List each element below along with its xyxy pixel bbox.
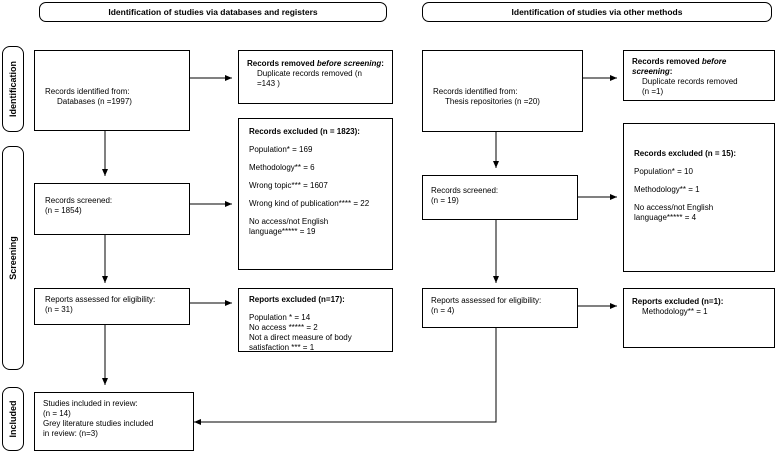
left-records-identified: Records identified from: Databases (n =1… xyxy=(34,50,190,131)
left-removed-title-b: before screening xyxy=(316,59,382,68)
right-records-excluded: Records excluded (n = 15): Population* =… xyxy=(623,123,775,272)
right-excluded-access1: No access/not English xyxy=(634,203,714,212)
left-removed-title-c: : xyxy=(381,59,384,68)
included-line4: in review: (n=3) xyxy=(43,429,98,438)
right-removed-title-c: screening xyxy=(632,67,670,76)
header-other-methods-text: Identification of studies via other meth… xyxy=(511,7,683,17)
left-excluded-population: Population* = 169 xyxy=(249,145,313,154)
right-removed-title: Records removed before xyxy=(632,57,768,67)
left-identified-line1: Records identified from: xyxy=(45,87,130,96)
phase-included-label: Included xyxy=(8,400,18,438)
right-reports-excluded-title: Reports excluded (n=1): xyxy=(632,297,724,306)
header-other-methods: Identification of studies via other meth… xyxy=(422,2,772,22)
right-excluded-methodology: Methodology** = 1 xyxy=(634,185,700,194)
right-screened-line1: Records screened: xyxy=(431,186,499,195)
right-excluded-population: Population* = 10 xyxy=(634,167,693,176)
right-records-removed: Records removed before screening: Duplic… xyxy=(623,50,775,101)
left-records-excluded: Records excluded (n = 1823): Population*… xyxy=(238,118,393,270)
right-removed-title-b: before xyxy=(701,57,727,66)
left-reports-assessed: Reports assessed for eligibility: (n = 3… xyxy=(34,288,190,325)
included-line3: Grey literature studies included xyxy=(43,419,154,428)
right-removed-line1: Duplicate records removed xyxy=(642,77,738,86)
left-assessed-line2: (n = 31) xyxy=(45,305,73,314)
left-removed-title: Records removed before screening: xyxy=(247,59,386,69)
left-records-screened: Records screened: (n = 1854) xyxy=(34,183,190,235)
arrow-right-assessed-to-included xyxy=(194,328,497,425)
right-removed-title-d: : xyxy=(669,67,673,76)
left-screened-line1: Records screened: xyxy=(45,196,113,205)
right-removed-line2: (n =1) xyxy=(642,87,664,96)
left-removed-title-a: Records removed xyxy=(247,59,317,68)
included-line2: (n = 14) xyxy=(43,409,71,418)
left-reports-excluded-population: Population * = 14 xyxy=(249,313,311,322)
right-removed-title-a: Records removed xyxy=(632,57,702,66)
left-reports-excluded-direct2: satisfaction *** = 1 xyxy=(249,343,315,352)
left-excluded-access2: language***** = 19 xyxy=(249,227,316,236)
right-excluded-access2: language***** = 4 xyxy=(634,213,697,222)
left-records-removed: Records removed before screening: Duplic… xyxy=(238,50,393,104)
left-excluded-topic: Wrong topic*** = 1607 xyxy=(249,181,328,190)
left-assessed-line1: Reports assessed for eligibility: xyxy=(45,295,156,304)
studies-included: Studies included in review: (n = 14) Gre… xyxy=(34,392,194,451)
right-records-screened: Records screened: (n = 19) xyxy=(422,175,578,220)
right-identified-line2: Thesis repositories (n =20) xyxy=(445,97,540,106)
left-reports-excluded-title: Reports excluded (n=17): xyxy=(249,295,345,304)
left-removed-line1: Duplicate records removed (n xyxy=(257,69,362,78)
left-reports-excluded-direct1: Not a direct measure of body xyxy=(249,333,352,342)
left-excluded-publication: Wrong kind of publication**** = 22 xyxy=(249,199,370,208)
right-reports-excluded-methodology: Methodology** = 1 xyxy=(642,307,708,316)
phase-screening-label: Screening xyxy=(8,236,18,280)
header-databases: Identification of studies via databases … xyxy=(39,2,387,22)
left-excluded-methodology: Methodology** = 6 xyxy=(249,163,315,172)
right-assessed-line1: Reports assessed for eligibility: xyxy=(431,296,542,305)
phase-identification: Identification xyxy=(2,46,24,132)
left-screened-line2: (n = 1854) xyxy=(45,206,82,215)
left-excluded-title: Records excluded (n = 1823): xyxy=(249,127,360,136)
right-reports-assessed: Reports assessed for eligibility: (n = 4… xyxy=(422,288,578,328)
left-reports-excluded-access: No access ***** = 2 xyxy=(249,323,318,332)
right-identified-line1: Records identified from: xyxy=(433,87,518,96)
included-line1: Studies included in review: xyxy=(43,399,138,408)
left-identified-line2: Databases (n =1997) xyxy=(57,97,132,106)
left-reports-excluded: Reports excluded (n=17): Population * = … xyxy=(238,288,393,352)
right-reports-excluded: Reports excluded (n=1): Methodology** = … xyxy=(623,288,775,348)
right-assessed-line2: (n = 4) xyxy=(431,306,455,315)
right-excluded-title: Records excluded (n = 15): xyxy=(634,149,737,158)
left-removed-line2: =143 ) xyxy=(257,79,280,88)
phase-included: Included xyxy=(2,387,24,451)
phase-identification-label: Identification xyxy=(8,61,18,117)
header-databases-text: Identification of studies via databases … xyxy=(108,7,318,17)
phase-screening: Screening xyxy=(2,146,24,370)
left-excluded-access1: No access/not English xyxy=(249,217,329,226)
right-removed-title-line2: screening: xyxy=(632,67,768,77)
right-records-identified: Records identified from: Thesis reposito… xyxy=(422,50,583,132)
right-screened-line2: (n = 19) xyxy=(431,196,459,205)
